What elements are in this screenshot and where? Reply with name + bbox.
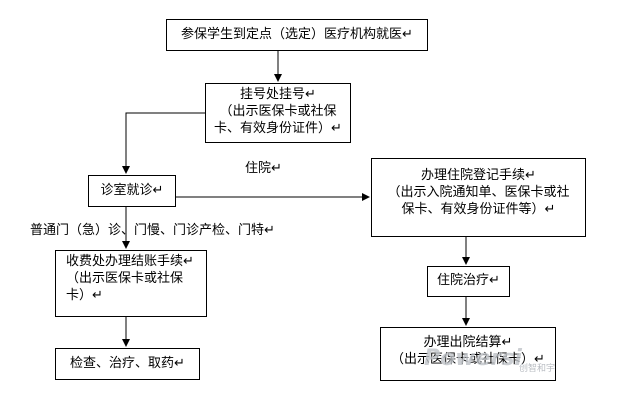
node-discharge-line-1: 办理出院结算↵ xyxy=(423,335,513,350)
node-treatment: 住院治疗↵ xyxy=(427,266,510,297)
watermark-subtext: 创智和宇 xyxy=(519,364,556,374)
node-payment: 收费处办理结账手续↵ （出示医保卡或社保 卡）↵ xyxy=(55,250,207,317)
node-inpatient-line-1: 办理住院登记手续↵ xyxy=(421,168,536,183)
node-inpatient-line-2: （出示入院通知单、医保卡或社 xyxy=(387,185,570,200)
node-start-text: 参保学生到定点（选定）医疗机构就医↵ xyxy=(181,27,413,42)
arrow-register-to-clinic xyxy=(122,112,205,174)
node-payment-line-2: （出示医保卡或社保 xyxy=(66,271,184,286)
node-clinic-text: 诊室就诊↵ xyxy=(100,183,164,198)
node-inpatient-register: 办理住院登记手续↵ （出示入院通知单、医保卡或社 保卡、有效身份证件等）↵ xyxy=(371,158,586,237)
node-discharge: 办理出院结算↵ （出示医保卡或社保卡）↵ xyxy=(380,327,556,381)
node-treatment-text: 住院治疗↵ xyxy=(437,273,500,288)
node-register-line-1: 挂号处挂号↵ xyxy=(240,87,316,102)
edge-label-outpatient-types: 普通门（急）诊、门慢、门诊产检、门特↵ xyxy=(30,223,275,238)
node-register: 挂号处挂号↵ （出示医保卡或社保 卡、有效身份证件）↵ xyxy=(205,83,351,143)
node-inpatient-line-3: 保卡、有效身份证件等）↵ xyxy=(401,202,556,217)
node-clinic: 诊室就诊↵ xyxy=(88,175,176,207)
node-start: 参保学生到定点（选定）医疗机构就医↵ xyxy=(166,19,428,51)
node-discharge-line-2: （出示医保卡或社保卡）↵ xyxy=(391,352,545,367)
node-payment-line-1: 收费处办理结账手续↵ xyxy=(66,254,194,269)
node-payment-line-3: 卡）↵ xyxy=(66,288,103,303)
watermark-logo: Powersi xyxy=(424,346,522,371)
node-checkup: 检查、治疗、取药↵ xyxy=(55,348,200,380)
node-register-line-2: （出示医保卡或社保 xyxy=(219,104,337,119)
node-checkup-text: 检查、治疗、取药↵ xyxy=(70,356,185,371)
edge-label-hospitalize: 住院↵ xyxy=(245,161,282,176)
node-register-line-3: 卡、有效身份证件）↵ xyxy=(214,121,342,136)
